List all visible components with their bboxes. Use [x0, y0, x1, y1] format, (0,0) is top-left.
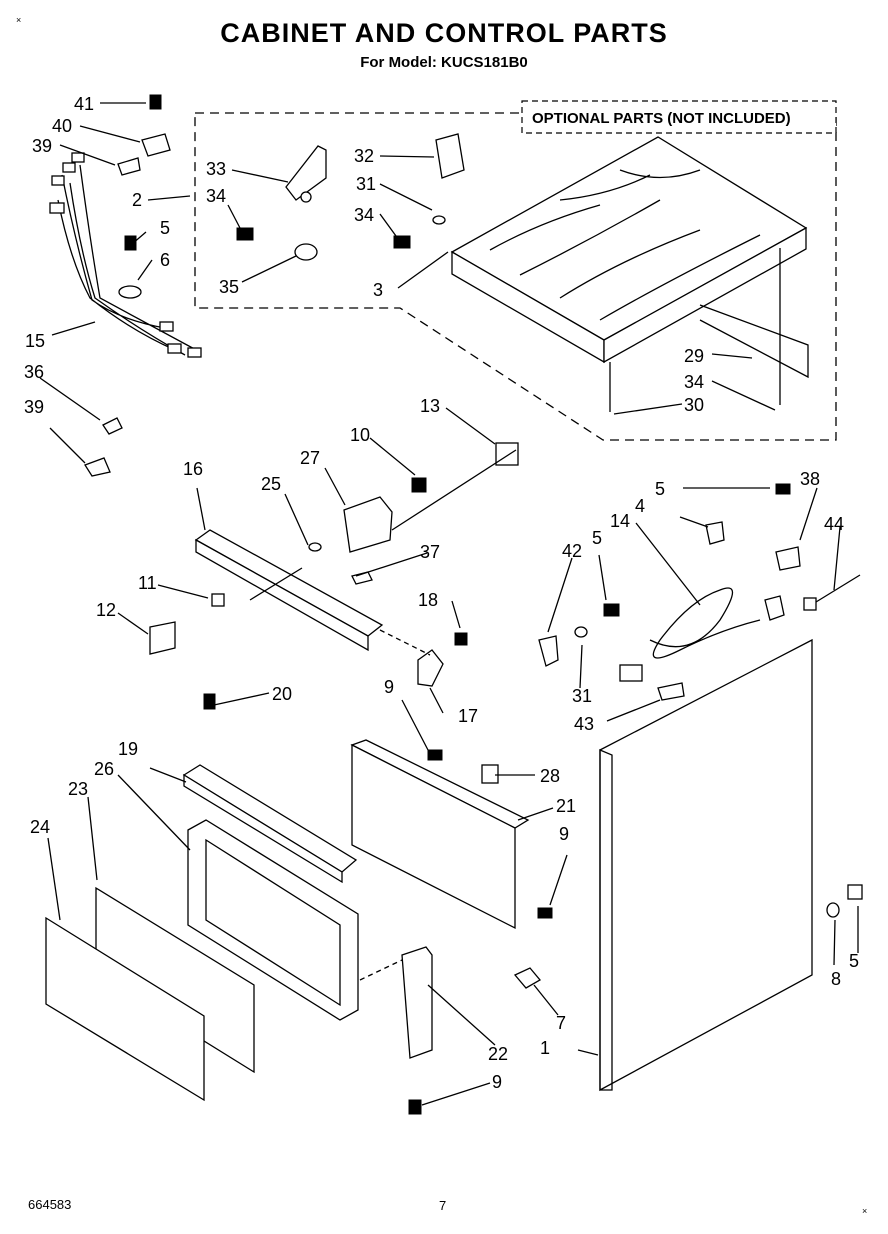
- callout-17: 17: [458, 706, 478, 726]
- callout-22: 22: [488, 1044, 508, 1064]
- callout-11: 11: [138, 573, 157, 593]
- callout-27: 27: [300, 448, 320, 468]
- callout-30: 30: [684, 395, 704, 415]
- callout-24: 24: [30, 817, 50, 837]
- callout-1: 1: [540, 1038, 550, 1058]
- callout-5: 5: [160, 218, 170, 238]
- side-bracket-part: [359, 946, 433, 1115]
- callout-3: 3: [373, 280, 383, 300]
- callout-5: 5: [849, 951, 859, 971]
- leader-lines: [39, 102, 859, 1106]
- callout-5: 5: [655, 479, 665, 499]
- small-hardware-top-left: [84, 94, 171, 477]
- callout-36: 36: [24, 362, 44, 382]
- wire-harness-part: [49, 152, 202, 358]
- callout-40: 40: [52, 116, 72, 136]
- callout-42: 42: [562, 541, 582, 561]
- callout-34: 34: [206, 186, 226, 206]
- callout-34: 34: [684, 372, 704, 392]
- callout-5: 5: [592, 528, 602, 548]
- model-subtitle: For Model: KUCS181B0: [360, 54, 528, 71]
- front-panels: [45, 886, 255, 1102]
- document-number: 664583: [28, 1197, 72, 1212]
- callout-12: 12: [96, 600, 116, 620]
- back-panel-part: [350, 739, 553, 930]
- callout-29: 29: [684, 346, 704, 366]
- optional-parts-boundary: [194, 112, 837, 441]
- countertop-part: [450, 136, 809, 412]
- callout-34: 34: [354, 205, 374, 225]
- optional-parts-label-box: [521, 100, 837, 134]
- callout-21: 21: [556, 796, 576, 816]
- callout-2: 2: [132, 190, 142, 210]
- page-title: CABINET AND CONTROL PARTS: [220, 18, 668, 48]
- callout-9: 9: [492, 1072, 502, 1092]
- callout-32: 32: [354, 146, 374, 166]
- callout-39: 39: [32, 136, 52, 156]
- front-frame-part: [182, 693, 359, 1021]
- callout-33: 33: [206, 159, 226, 179]
- callout-25: 25: [261, 474, 281, 494]
- corner-mark: ×: [16, 15, 22, 25]
- callout-numbers: 41 40 39 2 5 6 15 33 34 35 32 31 34 3 29…: [24, 94, 859, 1092]
- callout-9: 9: [384, 677, 394, 697]
- optional-brackets: [236, 133, 465, 261]
- callout-19: 19: [118, 739, 138, 759]
- callout-23: 23: [68, 779, 88, 799]
- optional-parts-label: OPTIONAL PARTS (NOT INCLUDED): [532, 110, 791, 127]
- callout-28: 28: [540, 766, 560, 786]
- callout-44: 44: [824, 514, 844, 534]
- callout-15: 15: [25, 331, 45, 351]
- callout-20: 20: [272, 684, 292, 704]
- callout-38: 38: [800, 469, 820, 489]
- cabinet-side-panel: [513, 638, 863, 1092]
- callout-39: 39: [24, 397, 44, 417]
- callout-31: 31: [572, 686, 592, 706]
- callout-26: 26: [94, 759, 114, 779]
- callout-18: 18: [418, 590, 438, 610]
- corner-mark: ×: [862, 1206, 868, 1216]
- callout-13: 13: [420, 396, 440, 416]
- callout-16: 16: [183, 459, 203, 479]
- control-panel-part: [149, 442, 519, 687]
- callout-8: 8: [831, 969, 841, 989]
- callout-41: 41: [74, 94, 94, 114]
- callout-14: 14: [610, 511, 630, 531]
- page-number: 7: [439, 1198, 447, 1213]
- callout-37: 37: [420, 542, 440, 562]
- callout-43: 43: [574, 714, 594, 734]
- callout-35: 35: [219, 277, 239, 297]
- power-cord-and-brackets: [538, 483, 861, 701]
- callout-10: 10: [350, 425, 370, 445]
- callout-31: 31: [356, 174, 376, 194]
- callout-4: 4: [635, 496, 645, 516]
- callout-7: 7: [556, 1013, 566, 1033]
- callout-9: 9: [559, 824, 569, 844]
- callout-6: 6: [160, 250, 170, 270]
